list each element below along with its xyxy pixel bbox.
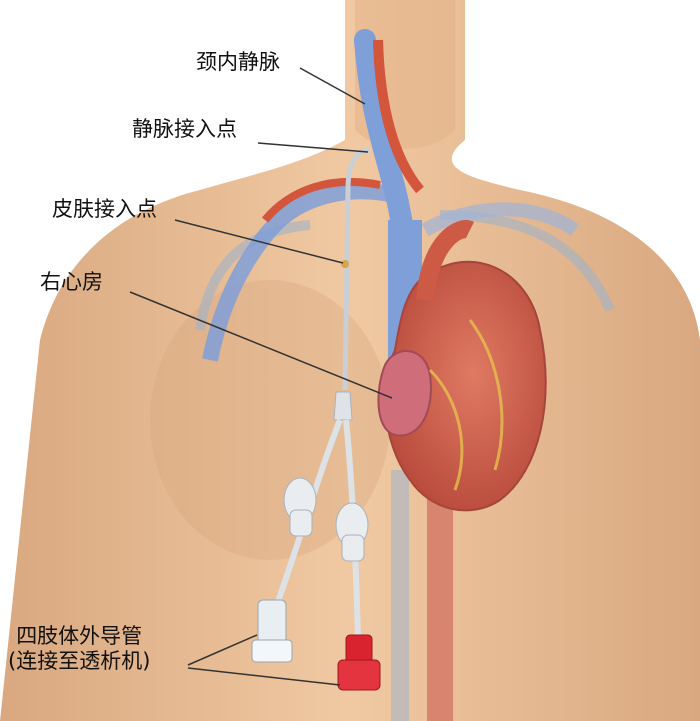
label-external-catheter-line2: (连接至透析机): [8, 649, 150, 674]
white-port: [252, 600, 292, 662]
catheter-hub: [334, 392, 352, 420]
label-skin-entry: 皮肤接入点: [52, 197, 157, 222]
label-external-catheter: 四肢体外导管 (连接至透析机): [8, 624, 150, 674]
label-right-atrium: 右心房: [40, 270, 103, 295]
right-atrium-shape: [378, 351, 431, 435]
label-venous-entry: 静脉接入点: [132, 117, 237, 142]
label-external-catheter-line1: 四肢体外导管: [8, 624, 150, 649]
label-jugular-vein: 颈内静脉: [196, 50, 280, 75]
skin-entry-marker: [341, 260, 349, 268]
